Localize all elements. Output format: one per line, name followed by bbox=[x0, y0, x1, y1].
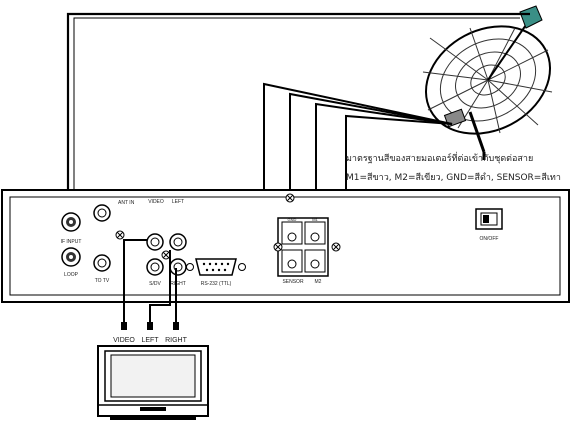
if-cable bbox=[66, 12, 530, 212]
onoff-label: ON/OFF bbox=[480, 236, 499, 242]
video-jack[interactable] bbox=[146, 233, 164, 251]
left-port-label: LEFT bbox=[172, 199, 184, 205]
svdv-jack[interactable] bbox=[146, 258, 164, 276]
cable-right-label: RIGHT bbox=[165, 337, 188, 344]
right-jack[interactable] bbox=[169, 258, 187, 276]
av-connectors: VIDEO LEFT S/DV RIGHT bbox=[146, 199, 187, 287]
loop-connector[interactable] bbox=[61, 247, 81, 267]
left-jack[interactable] bbox=[169, 233, 187, 251]
if-input-connector[interactable] bbox=[61, 212, 81, 232]
to-tv-connector[interactable] bbox=[93, 254, 111, 272]
ant-screw-icon bbox=[115, 230, 125, 240]
loop-label: LOOP bbox=[64, 272, 79, 278]
cable-left-label: LEFT bbox=[141, 337, 159, 344]
note-line-2: M1=สีขาว, M2=สีเขียว, GND=สีดำ, SENSOR=ส… bbox=[346, 172, 561, 183]
video-port-label: VIDEO bbox=[148, 199, 164, 205]
terminal-m1-label: M1 bbox=[312, 217, 318, 222]
terminal-m2[interactable] bbox=[304, 249, 326, 273]
note-line-1: มาตรฐานสีของสายมอเตอร์ที่ต่อเข้ากับชุดต่… bbox=[346, 151, 533, 164]
if-input-label: IF INPUT bbox=[61, 239, 82, 245]
terminal-sensor[interactable] bbox=[281, 221, 303, 245]
av-screw-icon bbox=[161, 250, 171, 260]
cable-plugs bbox=[121, 322, 179, 330]
satellite-dish bbox=[422, 5, 553, 160]
rs232-label: RS-232 (TTL) bbox=[201, 281, 232, 287]
television bbox=[97, 345, 209, 420]
av-cables bbox=[123, 239, 177, 325]
ant-in-label: ANT IN bbox=[118, 200, 135, 206]
m2-label: M2 bbox=[315, 279, 322, 285]
svdv-port-label: S/DV bbox=[149, 281, 161, 287]
wire-color-note: มาตรฐานสีของสายมอเตอร์ที่ต่อเข้ากับชุดต่… bbox=[346, 151, 561, 183]
power-switch[interactable] bbox=[475, 208, 503, 230]
rs232-connector[interactable] bbox=[186, 258, 246, 276]
right-port-label: RIGHT bbox=[170, 281, 186, 287]
ant-in-connector[interactable] bbox=[93, 204, 111, 222]
motor-terminal-block: GND M1 bbox=[277, 217, 329, 277]
sensor-label: SENSOR bbox=[282, 279, 304, 285]
terminal-m1[interactable] bbox=[304, 221, 326, 245]
terminal-gnd[interactable] bbox=[281, 249, 303, 273]
terminal-gnd-top-label: GND bbox=[288, 217, 297, 222]
cable-video-label: VIDEO bbox=[113, 337, 135, 344]
terminal-screw-icons bbox=[273, 193, 341, 252]
to-tv-label: TO TV bbox=[95, 278, 110, 284]
